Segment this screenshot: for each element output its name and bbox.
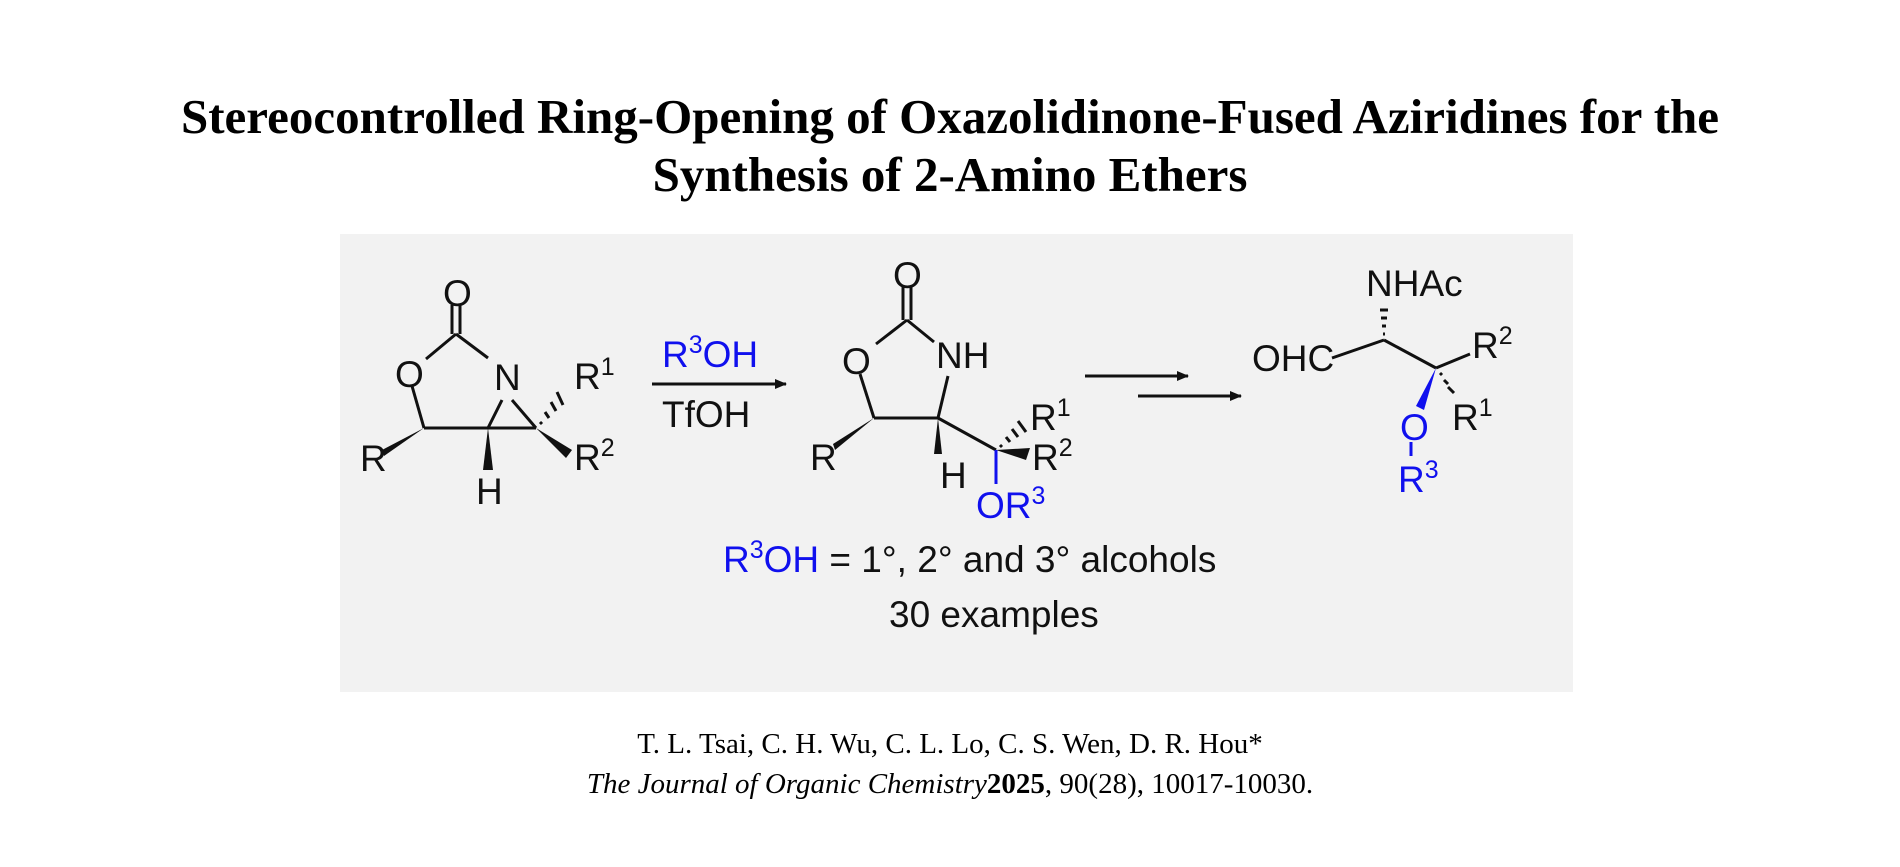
fp-bond-cho-c2 bbox=[1331, 338, 1385, 360]
pr-bond-c4-c bbox=[937, 416, 997, 452]
pr-wedge-r2 bbox=[996, 448, 1030, 460]
fp-ohc-label: OHC bbox=[1252, 338, 1334, 379]
oxazolidinone-product bbox=[833, 287, 1030, 484]
scope-alcohols: R3OH = 1°, 2° and 3° alcohols bbox=[723, 536, 1216, 580]
reaction-arrow-1: R3OH TfOH bbox=[652, 331, 787, 435]
fp-nhac-label: NHAc bbox=[1366, 263, 1463, 304]
fp-hash-r1 bbox=[1438, 371, 1456, 395]
pr-ring-oxygen: O bbox=[842, 341, 871, 382]
reagent-acid: TfOH bbox=[662, 394, 750, 435]
sm-wedge-r2 bbox=[536, 428, 572, 458]
citation-reference: The Journal of Organic Chemistry2025, 90… bbox=[0, 764, 1900, 804]
fp-bond-c3-r2 bbox=[1435, 352, 1471, 370]
sm-carbonyl-oxygen: O bbox=[443, 273, 472, 314]
fp-r3-label: R3 bbox=[1398, 456, 1439, 500]
citation-journal: The Journal of Organic Chemistry bbox=[586, 768, 987, 800]
pr-r2-label: R2 bbox=[1032, 434, 1073, 478]
sm-labels: O O N R H R1 R2 bbox=[360, 273, 615, 512]
sm-bond-c4-n bbox=[486, 399, 504, 429]
final-labels: NHAc OHC R2 R1 O R3 bbox=[1252, 263, 1513, 500]
paper-title: Stereocontrolled Ring-Opening of Oxazoli… bbox=[0, 88, 1900, 204]
sm-bond-o-c5 bbox=[410, 385, 426, 429]
pr-bond-c4-n bbox=[936, 375, 950, 419]
title-line-1: Stereocontrolled Ring-Opening of Oxazoli… bbox=[180, 89, 1720, 144]
sm-nitrogen: N bbox=[494, 357, 521, 398]
reaction-scheme-drawing: O O N R H R1 R2 R3OH TfOH bbox=[360, 255, 1513, 635]
citation-details: , 90(28), 10017-10030. bbox=[1044, 768, 1314, 800]
fp-r1-label: R1 bbox=[1452, 394, 1493, 438]
sm-wedge-r bbox=[382, 428, 424, 456]
scope-examples: 30 examples bbox=[889, 594, 1099, 635]
pr-hash-r1 bbox=[998, 420, 1028, 449]
pr-bond-c-o bbox=[875, 318, 908, 346]
fp-wedge-o bbox=[1416, 368, 1436, 410]
pr-r1-label: R1 bbox=[1030, 394, 1071, 438]
title-line-2: Synthesis of 2-Amino Ethers bbox=[652, 147, 1248, 202]
pr-bond-c-n bbox=[906, 318, 935, 344]
citation-year: 2025 bbox=[986, 768, 1045, 800]
fp-o-label: O bbox=[1400, 407, 1429, 448]
sm-r-label: R bbox=[360, 438, 387, 479]
sm-h-label: H bbox=[476, 471, 503, 512]
fp-hash-nhac bbox=[1380, 308, 1388, 336]
sm-r2-label: R2 bbox=[574, 434, 615, 478]
sm-bond-c-n bbox=[455, 332, 489, 360]
sm-wedge-h bbox=[483, 428, 493, 470]
pr-bond-o-c5 bbox=[858, 373, 876, 419]
reaction-arrow-2 bbox=[1085, 371, 1242, 401]
pr-carbonyl-oxygen: O bbox=[893, 255, 922, 296]
citation: T. L. Tsai, C. H. Wu, C. L. Lo, C. S. We… bbox=[0, 724, 1900, 804]
pr-h-label: H bbox=[940, 455, 967, 496]
product-labels: O O NH R H R1 R2 OR3 bbox=[810, 255, 1073, 526]
scope-note: R3OH = 1°, 2° and 3° alcohols 30 example… bbox=[723, 536, 1216, 635]
reaction-scheme-panel: O O N R H R1 R2 R3OH TfOH bbox=[340, 234, 1573, 692]
sm-bond-c-o bbox=[425, 332, 457, 361]
pr-nh: NH bbox=[936, 335, 989, 376]
pr-wedge-h bbox=[934, 418, 942, 454]
citation-authors: T. L. Tsai, C. H. Wu, C. L. Lo, C. S. We… bbox=[637, 728, 1263, 760]
sm-ring-oxygen: O bbox=[395, 354, 424, 395]
fp-r2-label: R2 bbox=[1472, 322, 1513, 366]
amino-ether-product bbox=[1331, 308, 1471, 456]
pr-wedge-r bbox=[833, 418, 874, 450]
sm-r1-label: R1 bbox=[574, 353, 615, 397]
fp-bond-c2-c3 bbox=[1383, 338, 1437, 370]
reagent-alcohol: R3OH bbox=[662, 331, 758, 375]
pr-ether-label: OR3 bbox=[976, 482, 1045, 526]
sm-hash-r1 bbox=[538, 391, 565, 426]
pr-r-label: R bbox=[810, 437, 837, 478]
sm-bond-n-c bbox=[510, 399, 538, 429]
starting-material bbox=[382, 305, 572, 470]
